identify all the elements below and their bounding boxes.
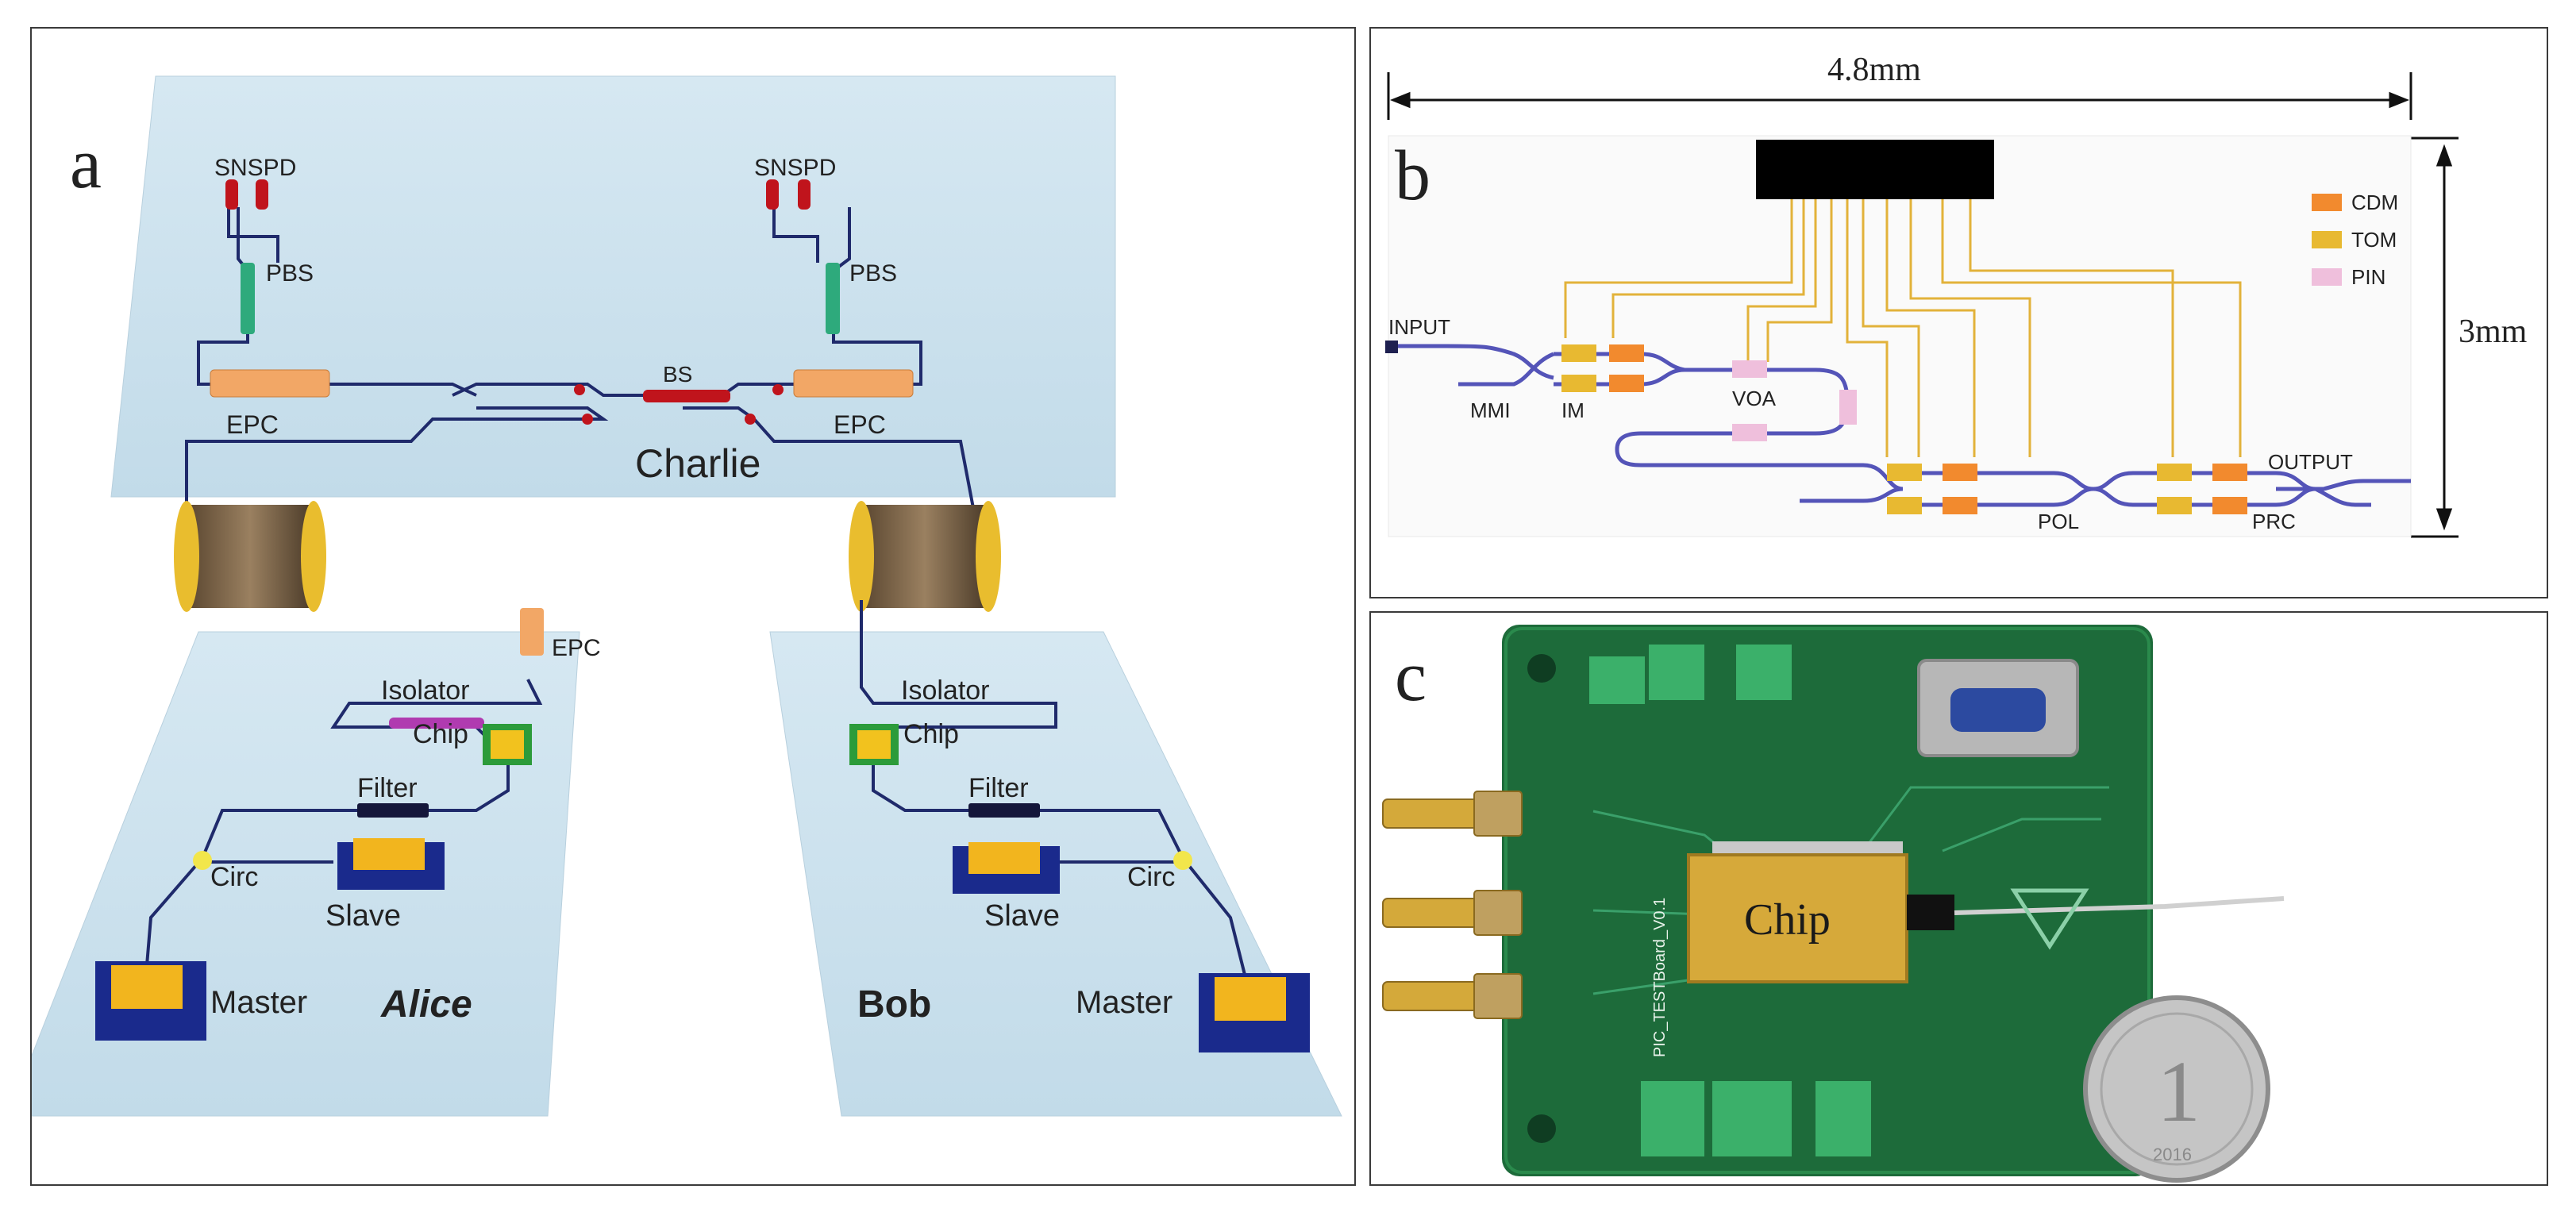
chip-label: Chip xyxy=(1744,895,1831,945)
electrical-wires xyxy=(1564,199,2242,457)
panel-a-canvas: a SNSPD SNSPD PBS PBS EPC EPC BS Charlie… xyxy=(32,75,1342,1117)
panel-a-system-diagram: a SNSPD SNSPD PBS PBS EPC EPC BS Charlie… xyxy=(30,27,1356,1186)
bob-filter xyxy=(968,803,1040,818)
bottom-connector xyxy=(1816,1081,1871,1156)
mount-hole xyxy=(1527,1114,1556,1143)
panel-c-letter: c xyxy=(1395,637,1427,716)
alice-chip-label: Chip xyxy=(413,719,468,749)
legend-label-tom: TOM xyxy=(2351,228,2397,252)
panel-b-canvas: CDM TOM PIN b 4.8mm 3mm INPUT OUTPUT MMI… xyxy=(1385,52,2528,538)
mmi-label: MMI xyxy=(1470,398,1511,422)
height-dimension-label: 3mm xyxy=(2459,314,2528,350)
output-label: OUTPUT xyxy=(2268,450,2353,474)
snspd-label-right: SNSPD xyxy=(754,155,836,181)
snspd-label-left: SNSPD xyxy=(214,155,296,181)
input-label: INPUT xyxy=(1388,315,1450,339)
panel-c-canvas: PIC_TESTBoard_V0.1 Chip 1 2016 c xyxy=(1382,625,2285,1183)
fiber-spool-left xyxy=(174,501,326,612)
fiber-spool-right xyxy=(849,501,1001,612)
legend-label-cdm: CDM xyxy=(2351,190,2398,214)
board-logo xyxy=(2010,888,2089,950)
legend: CDM TOM PIN xyxy=(2312,190,2398,289)
epc-left xyxy=(210,369,330,398)
width-dimension-label: 4.8mm xyxy=(1827,52,1921,88)
bob-master-label: Master xyxy=(1076,985,1172,1020)
prc-label: PRC xyxy=(2252,510,2296,533)
alice-filter-label: Filter xyxy=(357,773,418,803)
pbs-label-right: PBS xyxy=(849,260,897,287)
board-silkscreen-label: PIC_TESTBoard_V0.1 xyxy=(1651,898,1669,1057)
alice-circ-label: Circ xyxy=(210,862,258,892)
pol-label: POL xyxy=(2038,510,2079,533)
bob-circ-label: Circ xyxy=(1127,862,1175,892)
panel-a-letter: a xyxy=(70,125,102,203)
charlie-label: Charlie xyxy=(635,441,760,486)
epc-right xyxy=(793,369,914,398)
legend-swatch-cdm xyxy=(2312,194,2342,211)
pbs-left xyxy=(241,263,255,334)
legend-swatch-tom xyxy=(2312,231,2342,248)
panel-c-test-board-photo: PIC_TESTBoard_V0.1 Chip 1 2016 c xyxy=(1369,611,2548,1186)
alice-circulator xyxy=(193,851,212,870)
panel-b-chip-layout: CDM TOM PIN b 4.8mm 3mm INPUT OUTPUT MMI… xyxy=(1369,27,2548,598)
bottom-connector xyxy=(1712,1081,1792,1156)
coin-numeral: 1 xyxy=(2157,1043,2201,1140)
top-connector xyxy=(1736,645,1792,700)
chip-pins xyxy=(1712,841,1903,856)
panel-b-letter: b xyxy=(1395,137,1430,215)
epc-label-left: EPC xyxy=(226,410,279,439)
epc-label-right: EPC xyxy=(834,410,886,439)
bob-fibers xyxy=(860,600,1248,982)
coin-year: 2016 xyxy=(2153,1145,2192,1164)
pbs-label-left: PBS xyxy=(266,260,314,287)
voa-label: VOA xyxy=(1732,387,1777,410)
bob-chip-label: Chip xyxy=(903,719,959,749)
bob-circulator xyxy=(1173,851,1192,870)
alice-label: Alice xyxy=(380,983,472,1026)
top-connector xyxy=(1649,645,1704,700)
mount-hole xyxy=(1527,654,1556,683)
bs-label: BS xyxy=(663,362,692,387)
fiber-pigtail xyxy=(1907,895,1954,930)
bob-isolator-label: Isolator xyxy=(901,675,990,706)
bottom-connector xyxy=(1641,1081,1704,1156)
bob-filter-label: Filter xyxy=(968,773,1029,803)
alice-isolator xyxy=(389,718,484,729)
pbs-right xyxy=(826,263,840,334)
waveguides xyxy=(1388,344,2411,507)
legend-swatch-pin xyxy=(2312,268,2342,286)
width-dimension xyxy=(1387,72,2412,120)
alice-slave-label: Slave xyxy=(325,899,401,933)
top-connector xyxy=(1589,656,1645,704)
coin xyxy=(2083,995,2270,1183)
alice-filter xyxy=(357,803,429,818)
input-port xyxy=(1385,341,1398,353)
beam-splitter xyxy=(643,390,730,402)
bond-pad-block xyxy=(1756,140,1994,199)
height-dimension xyxy=(2411,137,2459,538)
im-label: IM xyxy=(1561,398,1584,422)
alice-epc-label: EPC xyxy=(552,635,601,661)
snspd-detectors xyxy=(225,179,811,210)
bob-slave-label: Slave xyxy=(984,899,1060,933)
bob-label: Bob xyxy=(857,983,931,1026)
alice-epc xyxy=(520,608,544,656)
alice-isolator-label: Isolator xyxy=(381,675,470,706)
sma-connectors xyxy=(1382,791,1523,1019)
alice-master-label: Master xyxy=(210,985,307,1020)
modulators xyxy=(1561,344,2247,514)
legend-label-pin: PIN xyxy=(2351,265,2385,289)
